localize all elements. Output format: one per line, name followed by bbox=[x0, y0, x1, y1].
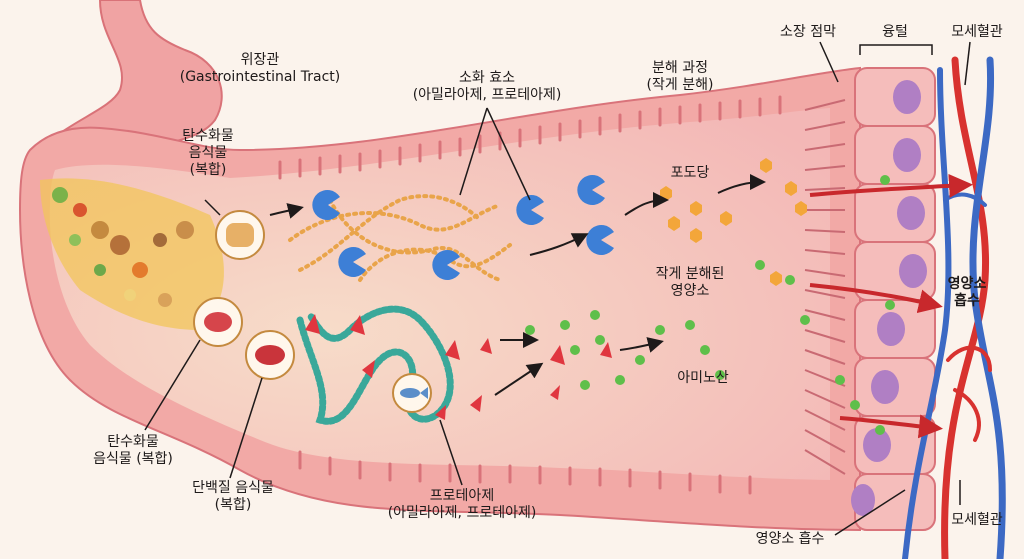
label-villi-text: 융털 bbox=[882, 24, 908, 40]
label-enzyme-title: 소화 효소 bbox=[459, 70, 515, 86]
label-protein-food-1: 단백질 음식물 bbox=[192, 480, 274, 496]
label-carb-food-top-2: 음식물 bbox=[188, 145, 228, 161]
label-capillary-bottom-text: 모세혈관 bbox=[951, 512, 1003, 528]
absorption-arrows bbox=[809, 173, 973, 439]
intestine-lumen bbox=[49, 108, 830, 480]
label-capillary-top: 모세혈관 bbox=[951, 24, 1003, 41]
label-capillary-bottom: 모세혈관 bbox=[951, 512, 1003, 529]
label-protein-food-2: (복합) bbox=[214, 497, 252, 513]
villi-fringe-top bbox=[278, 95, 782, 180]
villi-fringe-bottom bbox=[298, 450, 752, 495]
food-bolus bbox=[40, 178, 224, 330]
starch-chains bbox=[288, 194, 512, 282]
label-nutrient-absorb-right-1: 영양소 bbox=[947, 276, 987, 292]
label-enzyme-sub: (아밀라아제, 프로테아제) bbox=[412, 87, 562, 103]
label-villi: 융털 bbox=[882, 24, 908, 41]
label-process-sub: (작게 분해) bbox=[646, 77, 714, 93]
label-gi-tract-en: (Gastrointestinal Tract) bbox=[179, 69, 341, 85]
label-protein-food: 단백질 음식물 (복합) bbox=[192, 480, 274, 514]
label-gi-tract-ko: 위장관 bbox=[240, 52, 280, 68]
label-broken-nutrients: 작게 분해된 영양소 bbox=[656, 266, 725, 300]
process-arrows bbox=[269, 174, 766, 396]
label-carb-food-bottom-1: 탄수화물 bbox=[107, 434, 159, 450]
label-broken-nutrients-2: 영양소 bbox=[670, 283, 710, 299]
label-capillary-top-text: 모세혈관 bbox=[951, 24, 1003, 40]
label-mucosa-text: 소장 점막 bbox=[780, 24, 836, 40]
steak-icon bbox=[245, 330, 295, 380]
label-nutrient-absorb-bottom: 영양소 흡수 bbox=[756, 531, 825, 548]
label-gi-tract: 위장관 (Gastrointestinal Tract) bbox=[180, 52, 341, 86]
leader-lines bbox=[144, 41, 971, 536]
mucosa-brush-border bbox=[804, 99, 846, 475]
label-carb-food-bottom-2: 음식물 (복합) bbox=[93, 451, 173, 467]
label-amino-acid-text: 아미노산 bbox=[677, 370, 729, 386]
label-protease-title: 프로테아제 bbox=[429, 488, 495, 504]
label-amino-acid: 아미노산 bbox=[677, 370, 729, 387]
label-enzyme: 소화 효소 (아밀라아제, 프로테아제) bbox=[413, 70, 562, 104]
label-process-title: 분해 과정 bbox=[652, 60, 708, 76]
glucose-molecules bbox=[660, 158, 807, 286]
protein-chain bbox=[296, 305, 454, 425]
label-protease: 프로테아제 (아밀라아제, 프로테아제) bbox=[388, 488, 537, 522]
label-nutrient-absorb-bottom-text: 영양소 흡수 bbox=[755, 531, 825, 547]
label-mucosa: 소장 점막 bbox=[780, 24, 836, 41]
fish-icon bbox=[392, 373, 432, 413]
label-broken-nutrients-1: 작게 분해된 bbox=[655, 266, 725, 282]
bread-icon bbox=[215, 210, 265, 260]
label-nutrient-absorb-right-2: 흡수 bbox=[954, 293, 980, 309]
label-nutrient-absorb-right: 영양소 흡수 bbox=[948, 276, 987, 310]
label-carb-food-top-1: 탄수화물 bbox=[182, 128, 234, 144]
label-glucose: 포도당 bbox=[671, 165, 710, 182]
label-carb-food-top-3: (복합) bbox=[189, 162, 227, 178]
enzyme-icons bbox=[312, 175, 614, 281]
capillaries bbox=[902, 56, 1006, 559]
villus-cells bbox=[851, 67, 936, 531]
label-carb-food-bottom: 탄수화물 음식물 (복합) bbox=[93, 434, 173, 468]
label-process: 분해 과정 (작게 분해) bbox=[647, 60, 714, 94]
protease-triangles bbox=[305, 314, 612, 420]
label-carb-food-top: 탄수화물 음식물 (복합) bbox=[182, 128, 234, 179]
meat-icon bbox=[193, 297, 243, 347]
label-protease-sub: (아밀라아제, 프로테아제) bbox=[387, 505, 537, 521]
label-glucose-text: 포도당 bbox=[670, 165, 710, 181]
